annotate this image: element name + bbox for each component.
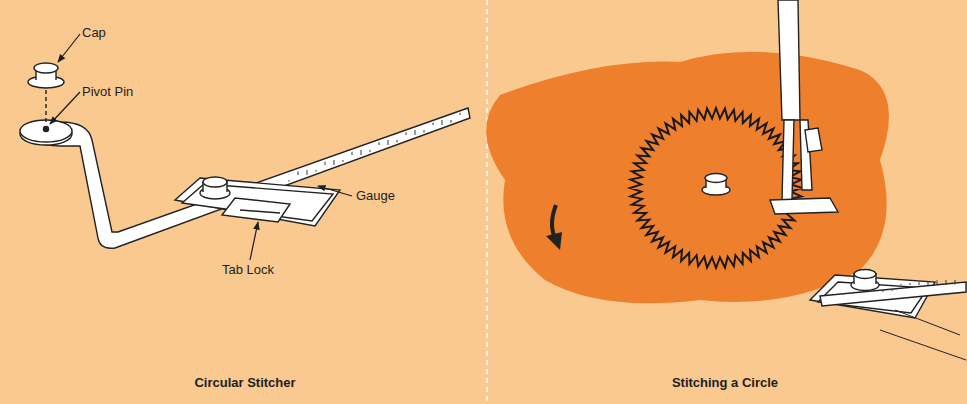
part-label: Cap (82, 25, 106, 41)
panel-caption: Circular Stitcher (194, 375, 295, 391)
part-label: Pivot Pin (82, 84, 133, 100)
fabric (486, 52, 889, 304)
direction-arrow (546, 205, 562, 250)
panel-caption: Stitching a Circle (672, 375, 778, 391)
leader-lines (50, 34, 352, 260)
cap-on-fabric (702, 174, 730, 196)
circular-stitcher (20, 63, 470, 248)
part-label: Tab Lock (222, 262, 274, 278)
zigzag-path (630, 108, 802, 268)
part-label: Gauge (356, 188, 395, 204)
panel-divider (486, 0, 488, 404)
stitcher-in-use (810, 270, 966, 361)
zigzag-stitch-circle (630, 108, 802, 268)
presser-foot (770, 0, 838, 214)
